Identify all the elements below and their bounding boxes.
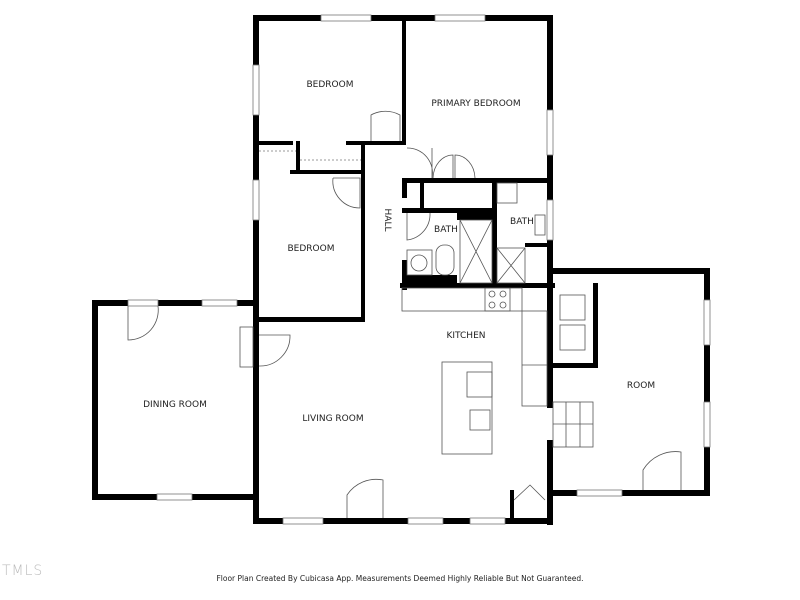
doors-and-fixtures [127,110,682,518]
label-bath-left: BATH [434,225,458,235]
room-labels: BEDROOM PRIMARY BEDROOM HALL BEDROOM BAT… [143,80,655,424]
walls [92,15,710,525]
label-kitchen: KITCHEN [447,331,486,341]
label-bath-right: BATH [510,217,534,227]
label-bedroom-mid: BEDROOM [288,244,335,254]
watermark: TMLS [2,563,44,579]
label-room: ROOM [627,381,655,391]
label-dining-room: DINING ROOM [143,400,207,410]
label-hall: HALL [382,209,392,232]
windows [127,14,711,525]
footer-disclaimer: Floor Plan Created By Cubicasa App. Meas… [216,574,584,583]
label-living-room: LIVING ROOM [302,414,363,424]
label-primary-bedroom: PRIMARY BEDROOM [431,99,520,109]
label-bedroom-top: BEDROOM [307,80,354,90]
